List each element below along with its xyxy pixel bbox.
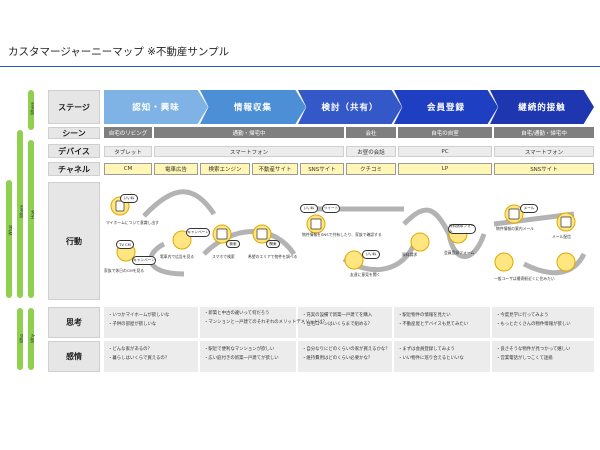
device-conversation: お昼の会話 xyxy=(346,146,396,157)
row-head-scene: シーン xyxy=(48,127,100,139)
thinking-4-line-1: ・駅近物件の情報を見たい xyxy=(398,313,451,318)
feeling-box-1 xyxy=(104,341,198,372)
feeling-2-line-1: ・駅近で便利なマンションが欲しい xyxy=(204,347,275,352)
action-label-friend: 友達に意見を聞く xyxy=(350,272,381,277)
row-head-device: デバイス xyxy=(48,144,100,158)
thinking-1-line-1: ・いつかマイホームが欲しいな xyxy=(108,313,170,318)
channel-sns-2: SNSサイト xyxy=(494,163,594,175)
bubble-mail: メール xyxy=(520,204,538,213)
scene-home-commute: 自宅/通勤・帰宅中 xyxy=(494,127,594,138)
feeling-2-line-2: ・広い庭付きの新築一戸建てが欲しい xyxy=(204,356,279,361)
bubble-iine-2: いいね xyxy=(300,204,318,213)
side-bar-who xyxy=(17,308,23,370)
thinking-box-3 xyxy=(298,307,392,338)
thinking-4-line-2: ・不動産屋とデバイスも見てみたい xyxy=(398,322,469,327)
thinking-2-line-2: ・マンションと一戸建てのそれぞれのメリットデメリットは？ xyxy=(204,320,327,325)
action-label-mail-info: 物件情報の案内メール xyxy=(496,226,534,231)
action-label-mail: メール配信 xyxy=(552,234,571,239)
thinking-3-line-2: ・住宅ローンはいくらまで組める？ xyxy=(302,322,373,327)
feeling-4-line-1: ・まずは会員登録してみよう xyxy=(398,347,455,352)
scene-living: 自宅のリビング xyxy=(104,127,152,138)
feeling-1-line-2: ・暮らしはいくらで買えるの？ xyxy=(108,356,170,361)
side-bar-label-where: Where xyxy=(19,205,24,218)
side-bar-what xyxy=(6,180,12,298)
action-label-request: 資料請求 xyxy=(402,252,418,257)
thinking-box-5 xyxy=(492,307,594,338)
stage-awareness: 認知・興味 xyxy=(104,90,208,124)
action-diagram: いいね TV CM キャンペーン キャンペーン 検索 関東 いいね ツイート い… xyxy=(104,184,600,299)
side-bar-how xyxy=(28,140,34,298)
channel-cm: CM xyxy=(104,163,152,175)
side-bar-why xyxy=(28,308,34,370)
row-head-feeling: 感情 xyxy=(48,341,100,372)
scene-room: 自宅の自室 xyxy=(398,127,492,138)
stage-consideration: 検討（共有） xyxy=(298,90,402,124)
device-pc: PC xyxy=(398,146,492,157)
journey-flow-lines xyxy=(110,189,587,277)
row-head-stage: ステージ xyxy=(48,90,100,124)
action-label-train: 電車内で広告を見る xyxy=(160,254,195,259)
channel-word-of-mouth: クチコミ xyxy=(346,163,396,175)
scene-office: 会社 xyxy=(346,127,396,138)
stage-information: 情報収集 xyxy=(200,90,306,124)
row-head-thinking: 思考 xyxy=(48,307,100,338)
feeling-1-line-1: ・どんな家があるの？ xyxy=(108,347,152,352)
action-label-register: 会員登録フォーム xyxy=(444,250,475,255)
thinking-2-line-1: ・新築と中古の違いって何だろう xyxy=(204,311,270,316)
feeling-box-3 xyxy=(298,341,392,372)
feeling-box-2 xyxy=(200,341,296,372)
thinking-3-line-1: ・充実の設備で新築一戸建てを購入 xyxy=(302,313,373,318)
side-bar-label-what: What xyxy=(8,225,13,236)
feeling-3-line-1: ・自分なりにどのくらいの家が買えるかな？ xyxy=(302,347,390,352)
thinking-box-1 xyxy=(104,307,198,338)
bubble-kanto: 関東 xyxy=(266,240,280,248)
feeling-5-line-2: ・営業電話がしつこくて迷惑 xyxy=(496,356,553,361)
channel-lp: LP xyxy=(398,163,492,175)
side-bar-where xyxy=(17,130,23,298)
stage-registration: 会員登録 xyxy=(394,90,498,124)
side-bar-label-who: Who xyxy=(19,334,24,343)
thinking-5-line-1: ・今度見学に行ってみよう xyxy=(496,313,549,318)
device-tablet: タブレット xyxy=(104,146,152,157)
side-bar-label-how: How xyxy=(30,210,35,219)
bubble-iine-3: いいね xyxy=(362,250,380,259)
action-label-area: 希望のエリアで物件を調べる xyxy=(248,254,298,259)
channel-train-ad: 電車広告 xyxy=(154,163,198,175)
action-label-station: 一般ユーザは最寄駅近くに住みたい xyxy=(494,276,555,281)
action-label-tv: 家族で休日のCMを見る xyxy=(104,268,145,273)
bubble-tv-cm: TV CM xyxy=(116,240,134,249)
side-bar-label-why: Why xyxy=(30,334,35,343)
scene-commute: 通勤・帰宅中 xyxy=(154,127,344,138)
feeling-box-5 xyxy=(492,341,594,372)
action-label-share: 物件情報をSNSで共有したり、家族で確認する xyxy=(302,232,382,237)
title-divider xyxy=(0,66,600,67)
feeling-4-line-2: ・いい物件に巡り合えるといいな xyxy=(398,356,464,361)
channel-sns: SNSサイト xyxy=(300,163,344,175)
device-smartphone-2: スマートフォン xyxy=(494,146,594,157)
thinking-box-4 xyxy=(394,307,490,338)
action-label-home: マイホームについて意識し出す xyxy=(106,220,159,225)
feeling-3-line-2: ・維持費用はどのくらい必要かな？ xyxy=(302,356,373,361)
channel-realestate-site: 不動産サイト xyxy=(252,163,298,175)
feeling-5-line-1: ・良さそうな物件が見つかって嬉しい xyxy=(496,347,571,352)
bubble-iine-1: いいね xyxy=(120,194,138,203)
bubble-campaign-1: キャンペーン xyxy=(132,256,156,265)
feeling-box-4 xyxy=(394,341,490,372)
bubble-campaign-2: キャンペーン xyxy=(186,228,210,237)
bubble-search: 検索 xyxy=(226,240,240,248)
row-head-action: 行動 xyxy=(48,182,100,300)
thinking-1-line-2: ・子供の部屋が欲しいな xyxy=(108,322,157,327)
bubble-form: 資料請求フォーム xyxy=(448,224,476,234)
stage-continuing: 継続的接触 xyxy=(490,90,594,124)
channel-search-engine: 検索エンジン xyxy=(200,163,250,175)
row-head-channel: チャネル xyxy=(48,162,100,176)
side-bar-where-top xyxy=(28,90,34,130)
page-title: カスタマージャーニーマップ ※不動産サンプル xyxy=(8,46,230,58)
action-label-search: スマホで検索 xyxy=(212,254,235,259)
thinking-5-line-2: ・もっとたくさんの物件情報が欲しい xyxy=(496,322,571,327)
thinking-box-2 xyxy=(200,307,296,338)
side-bar-label-where-top: Where xyxy=(30,102,35,115)
bubble-tweet: ツイート xyxy=(322,204,340,213)
device-smartphone: スマートフォン xyxy=(154,146,344,157)
